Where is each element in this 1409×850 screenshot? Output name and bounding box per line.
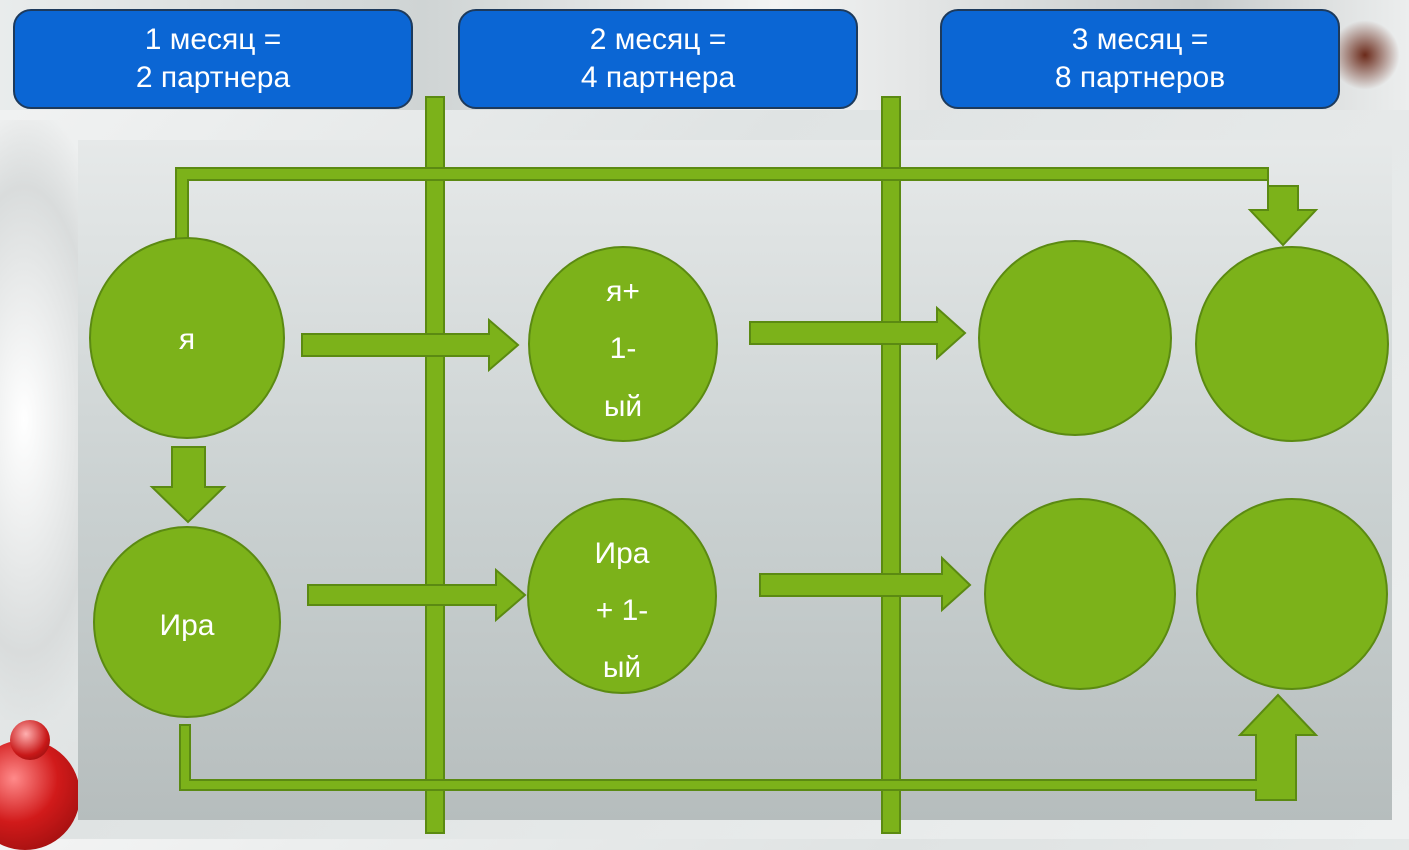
month-divider-2 (881, 96, 901, 834)
node-ya-plus-first-label-2: 1- (610, 332, 637, 365)
arrow-ira-plus-first-to-month3 (759, 555, 972, 613)
down-arrow-ya-to-ira (149, 446, 227, 524)
node-ira-plus-first-label-2: + 1- (596, 594, 649, 627)
node-ira-label: Ира (160, 609, 215, 642)
month-divider-1 (425, 96, 445, 834)
header-month-1-line1: 1 месяц = (144, 23, 282, 56)
header-month-1-line2: 2 партнера (135, 61, 291, 94)
top-connector-arrow (175, 167, 1319, 247)
arrow-ya-plus-first-to-month3 (749, 305, 967, 361)
node-ira (93, 526, 281, 718)
header-month-3-line1: 3 месяц = (1071, 23, 1209, 56)
node-month3-b (1195, 246, 1389, 442)
node-month3-a (978, 240, 1172, 436)
header-month-1: 1 месяц = 2 партнера (13, 9, 413, 109)
node-ya-plus-first-label-3: ый (604, 390, 642, 423)
header-month-3-line2: 8 партнеров (1054, 61, 1226, 94)
arrow-ira-to-ira-plus-first (307, 567, 527, 623)
node-month3-c (984, 498, 1176, 690)
node-ya-label: я (179, 323, 195, 356)
arrow-ya-to-ya-plus-first (301, 317, 520, 373)
node-ira-plus-first-label-1: Ира (595, 537, 650, 570)
header-month-2-line2: 4 партнера (580, 61, 736, 94)
node-ya-plus-first-label-1: я+ (606, 275, 640, 308)
node-ya (89, 237, 285, 439)
node-ira-plus-first-label-3: ый (603, 651, 641, 684)
diagram-panel (78, 140, 1392, 820)
header-month-2: 2 месяц = 4 партнера (458, 9, 858, 109)
node-ya-plus-first (528, 246, 718, 442)
header-month-2-line1: 2 месяц = (589, 23, 727, 56)
background-berry-small (10, 720, 50, 760)
bottom-connector-arrow (179, 693, 1319, 801)
node-ira-plus-first (527, 498, 717, 694)
node-month3-d (1196, 498, 1388, 690)
header-month-3: 3 месяц = 8 партнеров (940, 9, 1340, 109)
background-branch (1330, 20, 1400, 90)
